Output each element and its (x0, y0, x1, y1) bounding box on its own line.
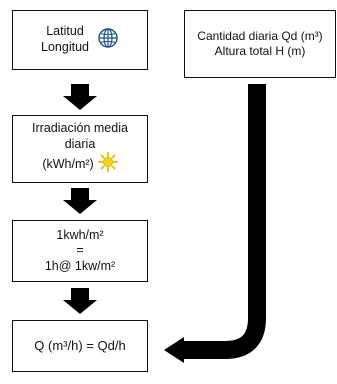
irradiation-line2: diaria (64, 136, 96, 151)
equivalence-line1: 1kwh/m² (56, 227, 104, 242)
equivalence-box: 1kwh/m² = 1h@ 1kw/m² (12, 220, 148, 282)
total-height-label: Altura total H (m) (214, 44, 306, 58)
flow-formula: Q (m³/h) = Qd/h (34, 337, 126, 353)
arrow-down-1 (63, 84, 97, 110)
location-box: Latitud Longitud (12, 10, 148, 70)
irradiation-box: Irradiación media diaria (kWh/m²) (12, 115, 148, 183)
globe-icon (97, 27, 119, 54)
latitude-label: Latitud (46, 24, 84, 39)
curved-arrow (164, 84, 266, 363)
arrow-down-3 (63, 288, 97, 314)
equivalence-line3: 1h@ 1kw/m² (44, 258, 116, 273)
irradiation-line1: Irradiación media (32, 121, 128, 136)
inputs-box: Cantidad diaria Qd (m³) Altura total H (… (184, 10, 336, 78)
flow-box: Q (m³/h) = Qd/h (12, 320, 148, 372)
irradiation-unit: (kWh/m²) (42, 156, 94, 171)
arrow-down-2 (63, 188, 97, 214)
daily-quantity-label: Cantidad diaria Qd (m³) (197, 29, 323, 43)
sun-icon (97, 152, 118, 177)
longitude-label: Longitud (41, 40, 89, 54)
equivalence-line2: = (76, 243, 84, 258)
